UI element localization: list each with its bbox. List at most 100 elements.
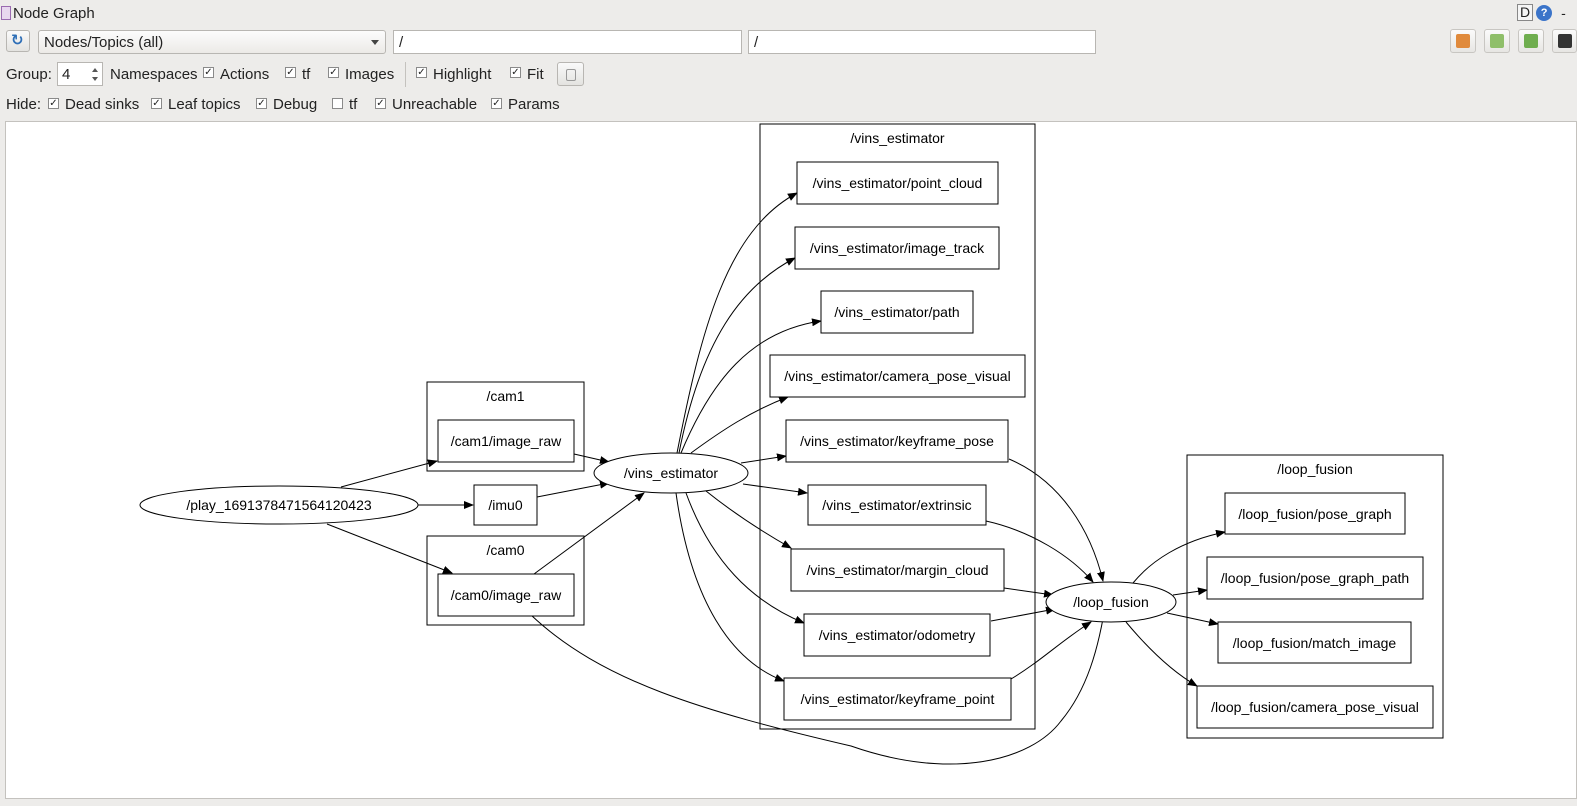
topic-path[interactable] (820, 290, 974, 334)
edge-loop-cameraposevisual (1125, 621, 1198, 687)
minimize-button[interactable]: - (1561, 4, 1566, 21)
actions-label: Actions (220, 66, 270, 83)
fit-view-button[interactable] (557, 62, 584, 86)
edge-vins-imagetrack (678, 257, 796, 454)
topic-extrinsic[interactable] (807, 484, 987, 526)
hide-tf-checkbox[interactable] (332, 98, 343, 109)
edge-play-cam0 (326, 523, 453, 574)
topic-keyframe-pose[interactable] (785, 419, 1009, 463)
topic-image-track[interactable] (794, 226, 1000, 270)
edge-vins-keyframepoint (675, 492, 785, 682)
edge-vins-camerapose (690, 396, 789, 454)
topic-cam1-image-raw-label: /cam1/image_raw (451, 433, 562, 449)
topic-path-label: /vins_estimator/path (834, 304, 959, 320)
topic-cam0-image-raw-label: /cam0/image_raw (451, 587, 562, 603)
debug-checkbox[interactable]: ✓ (256, 98, 267, 109)
graph-canvas[interactable]: /cam1 /cam0 /vins_estimator /loop_fusion (5, 121, 1577, 799)
save-dot-button[interactable] (1484, 29, 1510, 53)
titlebar-controls: D ? - (1517, 4, 1566, 21)
spin-down-icon[interactable] (92, 77, 98, 81)
images-label: Images (345, 66, 395, 83)
node-loop-fusion[interactable] (1045, 581, 1177, 623)
debug-label: Debug (273, 96, 318, 113)
edge-loop-matchimage (1166, 612, 1219, 627)
group-label: Group: (6, 66, 52, 83)
cluster-loop-fusion (1186, 454, 1444, 739)
topic-imu0[interactable] (473, 484, 538, 526)
topic-margin-cloud[interactable] (790, 548, 1005, 592)
topic-keyframe-point-label: /vins_estimator/keyframe_point (801, 691, 995, 707)
actions-checkbox[interactable]: ✓ (203, 67, 214, 78)
fit-icon (566, 69, 576, 81)
cluster-cam1-label: /cam1 (486, 388, 524, 404)
cluster-cam0 (426, 535, 585, 626)
save-svg-button[interactable] (1518, 29, 1544, 53)
topic-cam0-image-raw[interactable] (437, 573, 575, 617)
topic-filter-field[interactable] (748, 30, 1096, 54)
highlight-checkbox[interactable]: ✓ (416, 67, 427, 78)
topic-cam1-image-raw[interactable] (437, 419, 575, 463)
topic-filter-input[interactable] (749, 31, 1095, 53)
spin-up-icon[interactable] (92, 68, 98, 72)
edge-extrinsic-loop (985, 520, 1094, 583)
topic-odometry[interactable] (803, 613, 991, 657)
screenshot-icon (1558, 34, 1572, 48)
topic-margin-cloud-label: /vins_estimator/margin_cloud (806, 562, 988, 578)
group-spinbox[interactable]: 4 (57, 62, 103, 86)
topic-point-cloud[interactable] (796, 161, 999, 205)
dead-sinks-label: Dead sinks (65, 96, 140, 113)
graph-mode-select[interactable]: Nodes/Topics (all) (38, 30, 386, 54)
params-checkbox[interactable]: ✓ (491, 98, 502, 109)
leaf-topics-checkbox[interactable]: ✓ (151, 98, 162, 109)
edge-imu0-vins (536, 480, 610, 498)
edge-cam0-loop (530, 593, 1110, 765)
save-dot-icon (1490, 34, 1504, 48)
load-dot-button[interactable] (1450, 29, 1476, 53)
options-row: Group: 4 Namespaces ✓ Actions ✓ tf ✓ Ima… (0, 62, 1577, 87)
topic-lf-pose-graph-path[interactable] (1206, 556, 1424, 600)
toolbar-row: ↻ Nodes/Topics (all) (0, 29, 1577, 55)
graph-svg: /cam1 /cam0 /vins_estimator /loop_fusion (139, 123, 1444, 765)
refresh-icon: ↻ (11, 32, 24, 49)
window-titlebar: Node Graph D ? - (0, 0, 1577, 27)
node-play[interactable] (139, 485, 419, 525)
help-icon[interactable]: ? (1536, 4, 1553, 21)
chevron-down-icon (371, 40, 379, 45)
tf-checkbox[interactable]: ✓ (285, 67, 296, 78)
edge-keyframepose-loop (1008, 458, 1105, 582)
dock-d-button[interactable]: D (1517, 4, 1534, 21)
images-checkbox[interactable]: ✓ (328, 67, 339, 78)
hide-tf-label: tf (349, 96, 358, 113)
edge-margincloud-loop (1003, 587, 1054, 598)
topic-keyframe-point[interactable] (783, 677, 1012, 721)
topic-image-track-label: /vins_estimator/image_track (810, 240, 985, 256)
edge-vins-pointcloud (676, 192, 798, 454)
node-vins-estimator[interactable] (593, 452, 749, 494)
unreachable-label: Unreachable (392, 96, 478, 113)
highlight-label: Highlight (433, 66, 492, 83)
node-play-label: /play_1691378471564120423 (186, 497, 372, 513)
graph-edges (326, 192, 1226, 765)
unreachable-checkbox[interactable]: ✓ (375, 98, 386, 109)
dead-sinks-checkbox[interactable]: ✓ (48, 98, 59, 109)
refresh-button[interactable]: ↻ (6, 30, 30, 52)
topic-lf-match-image[interactable] (1217, 621, 1412, 664)
graph-mode-value: Nodes/Topics (all) (44, 34, 164, 51)
topic-point-cloud-label: /vins_estimator/point_cloud (813, 175, 983, 191)
node-filter-input[interactable] (394, 31, 741, 53)
topic-extrinsic-label: /vins_estimator/extrinsic (822, 497, 971, 513)
topic-keyframe-pose-label: /vins_estimator/keyframe_pose (800, 433, 994, 449)
topic-lf-camera-pose-visual[interactable] (1196, 685, 1434, 729)
edge-play-cam1 (340, 459, 438, 488)
topic-lf-pose-graph-path-label: /loop_fusion/pose_graph_path (1221, 570, 1409, 586)
edge-vins-margincloud (705, 490, 792, 549)
node-filter-field[interactable] (393, 30, 742, 54)
topic-camera-pose-visual[interactable] (769, 354, 1026, 398)
open-folder-icon (1456, 34, 1470, 48)
topic-camera-pose-visual-label: /vins_estimator/camera_pose_visual (784, 368, 1010, 384)
save-image-button[interactable] (1552, 29, 1577, 53)
separator (405, 62, 406, 87)
edge-vins-odometry (685, 492, 805, 624)
topic-lf-pose-graph[interactable] (1224, 492, 1406, 535)
fit-checkbox[interactable]: ✓ (510, 67, 521, 78)
